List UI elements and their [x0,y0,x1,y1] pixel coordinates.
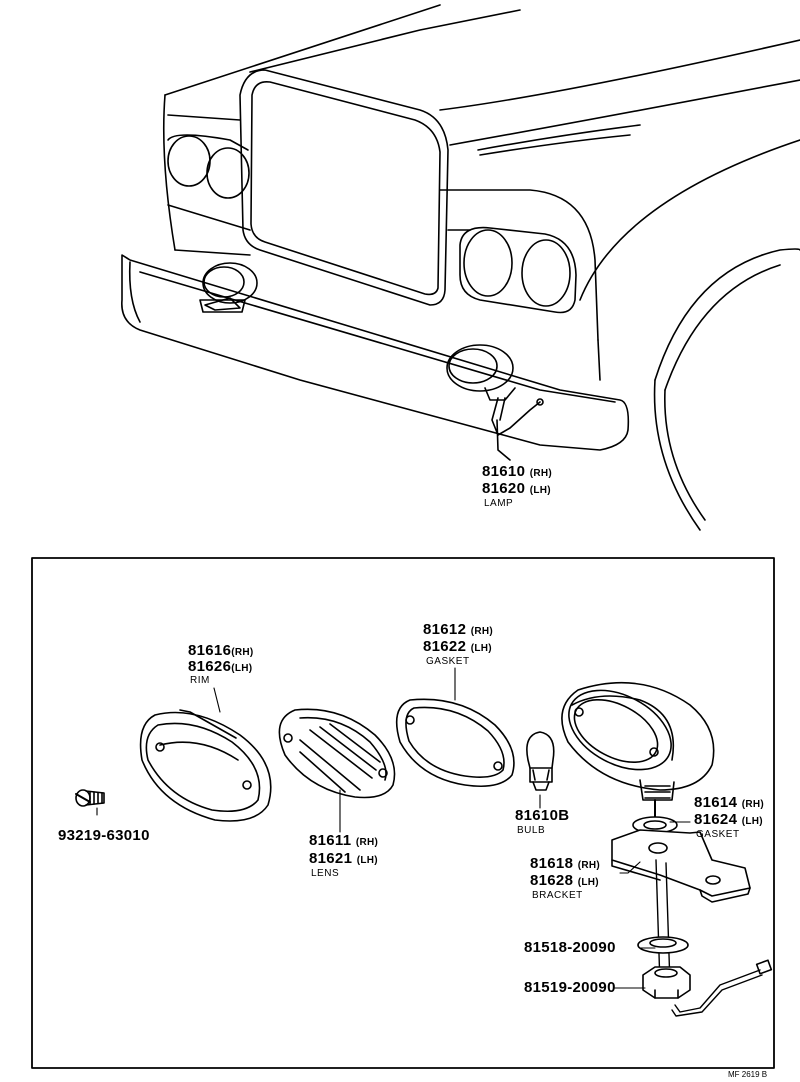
washer-part-number: 81518-20090 [524,939,616,956]
right-inner-headlight [463,229,513,297]
lamp-part-number-rh: 81610 (RH) [482,463,552,480]
left-fog-lamp [199,262,258,313]
rim-part-number-rh: 81616(RH) [188,642,254,659]
bracket-part [611,829,751,986]
rim-part-number-lh: 81626(LH) [188,658,253,675]
lamp-housing-part [561,681,715,831]
right-fog-lamp [446,344,544,436]
base-gasket-part-number-rh: 81614 (RH) [694,794,764,811]
rim-label: RIM [190,675,210,686]
left-inner-headlight [206,147,250,199]
bracket-part-number-lh: 81628 (LH) [530,872,599,889]
lens-gasket-part-number-lh: 81622 (LH) [423,638,492,655]
lamp-part-number-lh: 81620 (LH) [482,480,551,497]
leader-lines [96,667,691,989]
bracket-label: BRACKET [532,890,583,901]
left-outer-headlight [167,135,211,187]
screw-part-number: 93219-63010 [58,827,150,844]
lens-part-number-lh: 81621 (LH) [309,850,378,867]
reference-code: MF 2619 B [728,1070,768,1079]
nut-part-number: 81519-20090 [524,979,616,996]
screw [75,789,105,807]
bulb-part-number: 81610B [515,807,570,824]
bulb-label: BULB [517,825,546,836]
washer-part [637,936,689,954]
nut-part [642,959,773,1017]
bulb-part [526,731,555,791]
rim-part [139,709,272,822]
lens-label: LENS [311,868,340,879]
right-outer-headlight [521,239,571,307]
front-bumper [121,254,630,451]
exploded-view-frame [31,557,775,1069]
lens-gasket-part-number-rh: 81612 (RH) [423,621,493,638]
base-gasket-label: GASKET [696,829,740,840]
lamp-label: LAMP [484,498,514,509]
base-gasket-part-number-lh: 81624 (LH) [694,811,763,828]
lens-part [278,708,396,799]
lens-gasket-part [395,698,515,788]
car-front-illustration [121,4,800,531]
lens-part-number-rh: 81611 (RH) [309,832,379,849]
bracket-part-number-rh: 81618 (RH) [530,855,600,872]
lens-gasket-label: GASKET [426,656,470,667]
